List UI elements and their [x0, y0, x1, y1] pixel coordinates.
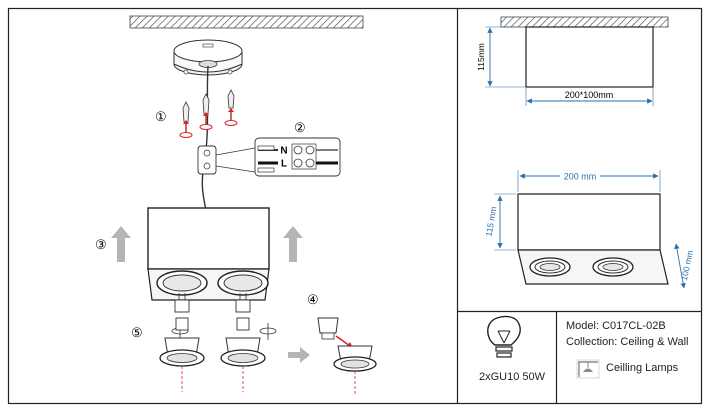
- iso-height-label: 115 mm: [484, 206, 499, 237]
- front-width-label: 200*100mm: [565, 90, 614, 100]
- step-4: ④: [307, 292, 319, 307]
- iso-width-label: 200 mm: [564, 172, 597, 182]
- spot-rings: [159, 317, 266, 392]
- arrow-up-right: [283, 226, 303, 262]
- mounting-plate: [173, 39, 243, 76]
- category-label: Ceilling Lamps: [606, 362, 679, 374]
- screws: [179, 89, 238, 138]
- isometric-view: [494, 170, 686, 289]
- bulb-icon: [487, 315, 521, 358]
- step-5: ⑤: [131, 325, 143, 340]
- arrow-right: [288, 347, 310, 363]
- front-view: [485, 16, 669, 106]
- power-cable: [201, 65, 209, 211]
- terminal-label-l: L: [281, 159, 287, 170]
- model-info: Model: C017CL-02B Collection: Ceiling & …: [566, 318, 688, 350]
- collection-name: Collection: Ceiling & Wall: [566, 336, 689, 348]
- terminal-label-n: N: [280, 146, 287, 157]
- bulb-spec: 2xGU10 50W: [478, 371, 546, 383]
- terminal-block: [197, 145, 256, 175]
- bulb-insertion: [317, 317, 377, 395]
- iso-depth-label: 100 mm: [679, 249, 695, 281]
- ceiling-hatch-small: [500, 16, 669, 28]
- ceiling-lamp-icon: [576, 359, 600, 379]
- step-2: ②: [294, 120, 306, 135]
- outer-frame: [7, 7, 703, 405]
- wiring-detail: [254, 137, 341, 177]
- step-1: ①: [155, 109, 167, 124]
- installation-panel: N L: [95, 15, 377, 395]
- gu10-bulbs: [174, 293, 251, 313]
- model-number: Model: C017CL-02B: [566, 320, 666, 332]
- iso-width-bg: [560, 170, 600, 182]
- step-3: ③: [95, 237, 107, 252]
- fixture-body: [147, 207, 270, 301]
- arrow-up-left: [111, 226, 131, 262]
- front-box: [525, 26, 654, 88]
- front-height-label: 115mm: [476, 43, 486, 71]
- ceiling-hatch: [129, 15, 364, 29]
